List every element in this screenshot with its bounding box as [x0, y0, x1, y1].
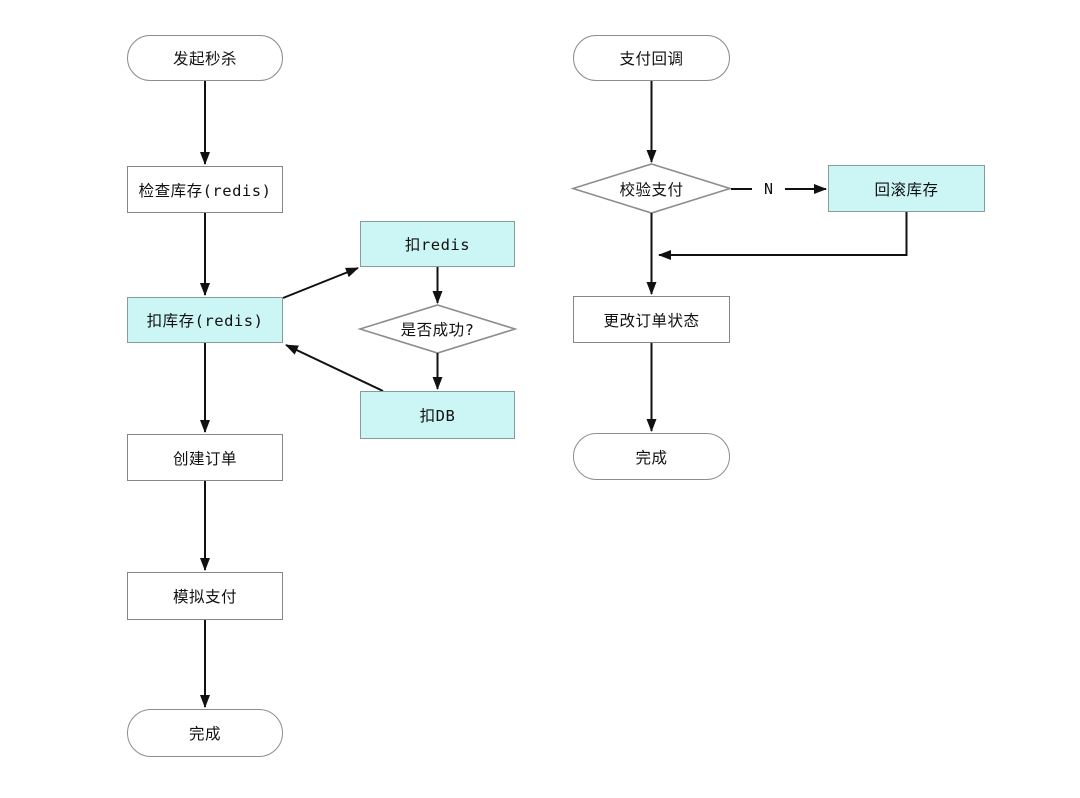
node-pay-callback: 支付回调	[573, 35, 730, 81]
node-mock-pay: 模拟支付	[127, 572, 283, 620]
edge-label-n: N	[758, 179, 779, 199]
edge-db-to-deduct	[285, 344, 384, 392]
edge-rollback-merge	[658, 212, 908, 260]
edge-deduct-to-redis	[282, 267, 359, 299]
node-check-stock: 检查库存(redis)	[127, 166, 283, 213]
node-deduct-db: 扣DB	[360, 391, 515, 439]
node-seckill-end: 完成	[127, 709, 283, 757]
node-create-order: 创建订单	[127, 434, 283, 481]
node-deduct-stock: 扣库存(redis)	[127, 297, 283, 343]
node-seckill-start: 发起秒杀	[127, 35, 283, 81]
node-update-order: 更改订单状态	[573, 296, 730, 343]
node-rollback-stock: 回滚库存	[828, 165, 985, 212]
node-is-success: 是否成功?	[400, 321, 475, 339]
node-callback-end: 完成	[573, 433, 730, 480]
node-verify-pay: 校验支付	[619, 180, 684, 199]
node-deduct-redis: 扣redis	[360, 221, 515, 267]
